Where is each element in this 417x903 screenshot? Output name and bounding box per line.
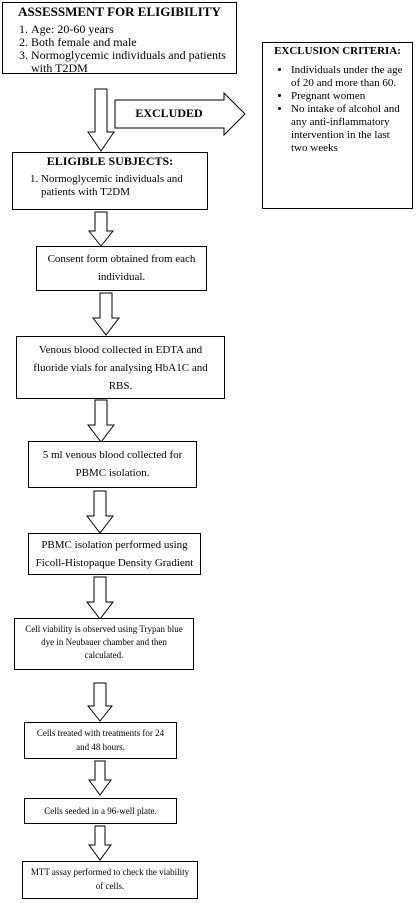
assessment-item: Normoglycemic individuals and patients w… bbox=[31, 49, 230, 75]
assessment-title: ASSESSMENT FOR ELIGIBILITY bbox=[18, 4, 221, 19]
down-arrow-icon bbox=[88, 211, 114, 247]
eligible-list: Normoglycemic individuals and patients w… bbox=[19, 173, 201, 199]
down-arrow-icon bbox=[86, 576, 114, 620]
down-arrow-icon bbox=[88, 760, 112, 796]
step-text: Cells treated with treatments for 24 and… bbox=[36, 728, 165, 752]
step-box-mtt-assay: MTT assay performed to check the viabili… bbox=[22, 861, 198, 899]
eligible-box: ELIGIBLE SUBJECTS: Normoglycemic individ… bbox=[12, 152, 208, 210]
down-arrow-icon bbox=[87, 682, 113, 722]
assessment-list: Age: 20-60 years Both female and male No… bbox=[9, 23, 230, 75]
exclusion-item: No intake of alcohol and any anti-inflam… bbox=[291, 103, 406, 155]
exclusion-title: EXCLUSION CRITERIA: bbox=[274, 45, 401, 57]
step-box-cell-viability: Cell viability is observed using Trypan … bbox=[14, 618, 194, 670]
step-text: PBMC isolation performed using Ficoll-Hi… bbox=[35, 539, 194, 569]
assessment-item: Both female and male bbox=[31, 36, 230, 49]
step-text: 5 ml venous blood collected for PBMC iso… bbox=[42, 449, 183, 479]
step-text: Cell viability is observed using Trypan … bbox=[25, 624, 183, 660]
eligible-title: ELIGIBLE SUBJECTS: bbox=[46, 154, 174, 168]
down-arrow-icon bbox=[86, 490, 114, 534]
exclusion-list: Individuals under the age of 20 and more… bbox=[269, 64, 406, 155]
right-arrow-icon bbox=[114, 92, 246, 136]
step-box-cells-treated: Cells treated with treatments for 24 and… bbox=[24, 722, 177, 759]
step-box-consent: Consent form obtained from each individu… bbox=[36, 246, 207, 291]
eligible-item: Normoglycemic individuals and patients w… bbox=[41, 173, 201, 199]
step-text: MTT assay performed to check the viabili… bbox=[30, 867, 190, 891]
step-box-cells-seeded: Cells seeded in a 96-well plate. bbox=[24, 798, 177, 824]
excluded-label: EXCLUDED bbox=[135, 106, 203, 120]
step-text: Consent form obtained from each individu… bbox=[47, 253, 196, 283]
down-arrow-icon bbox=[87, 399, 115, 443]
exclusion-item: Individuals under the age of 20 and more… bbox=[291, 64, 406, 90]
step-text: Venous blood collected in EDTA and fluor… bbox=[33, 344, 208, 392]
exclusion-box: EXCLUSION CRITERIA: Individuals under th… bbox=[262, 42, 413, 209]
assessment-box: ASSESSMENT FOR ELIGIBILITY Age: 20-60 ye… bbox=[2, 2, 237, 75]
down-arrow-icon bbox=[92, 292, 120, 336]
step-box-pbmc-collection: 5 ml venous blood collected for PBMC iso… bbox=[28, 441, 197, 488]
down-arrow-icon bbox=[87, 88, 115, 152]
down-arrow-icon bbox=[88, 825, 112, 861]
step-text: Cells seeded in a 96-well plate. bbox=[44, 806, 157, 816]
exclusion-item: Pregnant women bbox=[291, 90, 406, 103]
step-box-venous-blood: Venous blood collected in EDTA and fluor… bbox=[16, 336, 225, 399]
step-box-pbmc-isolation: PBMC isolation performed using Ficoll-Hi… bbox=[28, 533, 201, 575]
assessment-item: Age: 20-60 years bbox=[31, 23, 230, 36]
